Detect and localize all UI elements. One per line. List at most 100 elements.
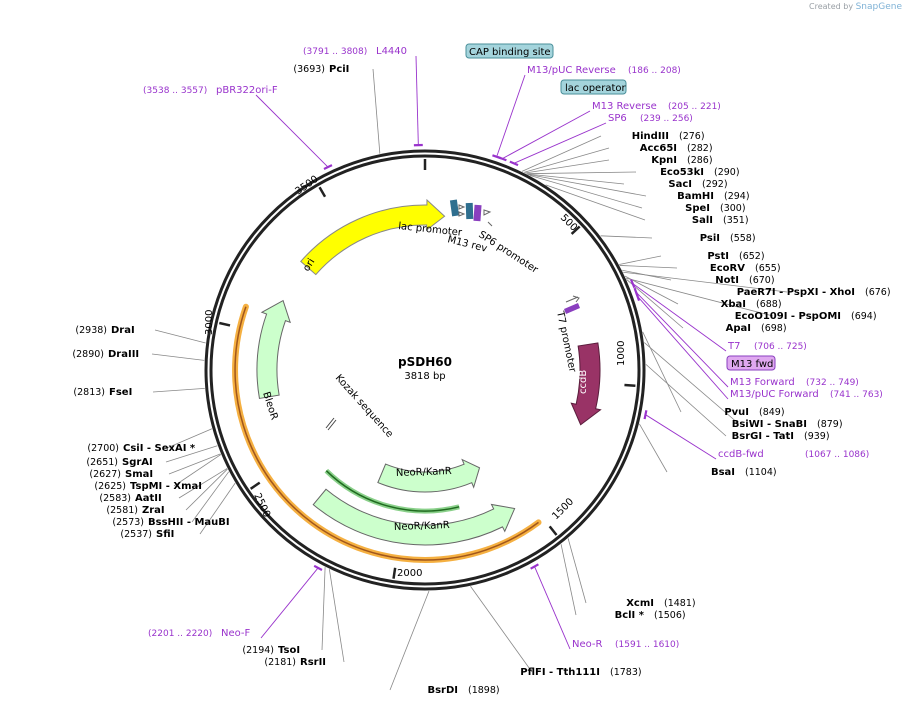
enzyme-site: NotI(670) — [715, 275, 774, 286]
tick-label: 1500 — [550, 496, 576, 522]
primer-arrow — [643, 410, 648, 420]
enzyme-site: (3693)PciI — [293, 64, 349, 75]
orange-feature-arc-core — [234, 306, 539, 561]
primer-name: M13/pUC Reverse — [527, 65, 616, 76]
primer-name: M13 Reverse — [592, 101, 657, 112]
enzyme-site: (2581) ZraI — [106, 505, 164, 516]
enzyme-site: PstI(652) — [707, 251, 764, 262]
primer-range: (2201 .. 2220) — [148, 629, 212, 639]
enzyme-position: (2700) — [87, 443, 119, 454]
lac-operator-label: lac operator — [560, 79, 627, 95]
enzyme-leader — [321, 567, 326, 651]
bleor-feature — [256, 299, 291, 400]
enzyme-position: (1104) — [745, 467, 777, 478]
enzyme-leader — [523, 147, 610, 173]
enzyme-name: FseI — [109, 387, 132, 398]
primer-range: (732 .. 749) — [806, 378, 859, 388]
credit-prefix: Created by — [809, 2, 854, 11]
enzyme-position: (879) — [817, 419, 843, 430]
enzyme-name: KpnI — [651, 155, 677, 166]
enzyme-site: BamHI(294) — [677, 191, 749, 202]
enzyme-site: (2651)SgrAI — [86, 457, 152, 468]
tick-marks — [219, 159, 636, 579]
lac-promoter-glyphs — [449, 199, 493, 227]
enzyme-position: (2181) — [264, 657, 296, 668]
enzyme-leader — [527, 173, 647, 197]
neor-feature-inner — [377, 458, 481, 493]
enzyme-name: PciI — [329, 64, 349, 75]
primer-name: SP6 — [608, 113, 627, 124]
ori-feature — [300, 198, 446, 276]
t7-promoter-glyph — [564, 295, 580, 314]
ccdb-label: ccdB — [578, 370, 589, 394]
enzyme-leader — [166, 428, 213, 449]
enzyme-site: (2938)DraI — [75, 325, 134, 336]
tick-mark — [318, 186, 327, 198]
enzyme-site: BsrDI(1898) — [427, 685, 499, 696]
enzyme-name: BclI * — [615, 610, 645, 621]
primer-range: (3538 .. 3557) — [143, 86, 207, 96]
enzyme-leader — [191, 471, 230, 523]
primer-arrow — [323, 164, 333, 170]
primer-name: Neo-R — [572, 639, 603, 650]
enzyme-name: SmaI — [125, 469, 153, 480]
primer-site: M13/pUC Forward(741 .. 763) — [730, 389, 883, 400]
primer-range: (186 .. 208) — [628, 66, 681, 76]
tick-label: 3500 — [293, 174, 320, 198]
enzyme-position: (1783) — [610, 667, 642, 678]
primer-marks — [255, 55, 729, 650]
enzyme-site: SalI(351) — [692, 215, 749, 226]
enzyme-position: (655) — [755, 263, 781, 274]
primer-name: M13/pUC Forward — [730, 389, 819, 400]
enzyme-name: BsrDI — [427, 685, 458, 696]
primer-range: (1067 .. 1086) — [805, 450, 869, 460]
enzyme-leader — [545, 184, 646, 221]
enzyme-leader — [638, 423, 668, 473]
enzyme-position: (2627) — [89, 469, 121, 480]
primer-range: (706 .. 725) — [754, 342, 807, 352]
tick-mark — [219, 321, 231, 327]
enzyme-name: SfiI — [156, 529, 174, 540]
enzyme-site: PsiI(558) — [700, 233, 756, 244]
enzyme-position: (282) — [687, 143, 713, 154]
enzyme-name: Acc65I — [640, 143, 677, 154]
primer-range: (3791 .. 3808) — [303, 47, 367, 57]
enzyme-name: NotI — [715, 275, 739, 286]
enzyme-position: (300) — [720, 203, 746, 214]
backbone-inner-ring — [209, 154, 641, 586]
primer-leader — [255, 94, 329, 168]
primer-leader — [637, 296, 729, 400]
enzyme-position: (849) — [759, 407, 785, 418]
neor-label-inner: NeoR/KanR — [396, 466, 452, 479]
enzyme-position: (2813) — [73, 387, 105, 398]
enzyme-position: (558) — [730, 233, 756, 244]
enzyme-name: XbaI — [721, 299, 746, 310]
enzyme-leader — [525, 159, 610, 174]
enzyme-position: (1506) — [654, 610, 686, 621]
enzyme-name: HindIII — [632, 131, 669, 142]
enzyme-position: (688) — [756, 299, 782, 310]
enzyme-site: (2573)BssHII - MauBI — [112, 517, 229, 528]
enzyme-position: (2581) — [106, 505, 138, 516]
snapgene-credit: Created by SnapGene — [809, 2, 902, 12]
enzyme-name: ZraI — [142, 505, 165, 516]
primer-leader — [513, 122, 607, 164]
kozak-label: Kozak sequence — [333, 373, 395, 440]
enzyme-leader — [521, 135, 602, 172]
enzyme-site: PflFI - Tth111I(1783) — [520, 667, 641, 678]
primer-site: T7(706 .. 725) — [727, 341, 807, 352]
enzyme-name: EcoO109I - PspOMI — [735, 311, 841, 322]
enzyme-site: (2700)CsiI - SexAI * — [87, 443, 196, 454]
enzyme-name: BssHII - MauBI — [148, 517, 230, 528]
tick-mark — [548, 525, 558, 536]
enzyme-name: BsiWI - SnaBI — [732, 419, 807, 430]
enzyme-name: EcoRV — [710, 263, 745, 274]
neor-label-outer: NeoR/KanR — [394, 520, 450, 533]
enzyme-site: Eco53kI(290) — [660, 167, 739, 178]
primer-arrow — [313, 564, 323, 571]
enzyme-leader — [154, 329, 206, 344]
enzyme-name: TspMI - XmaI — [130, 481, 202, 492]
enzyme-position: (694) — [851, 311, 877, 322]
enzyme-name: BamHI — [677, 191, 714, 202]
primer-leader — [496, 74, 526, 157]
